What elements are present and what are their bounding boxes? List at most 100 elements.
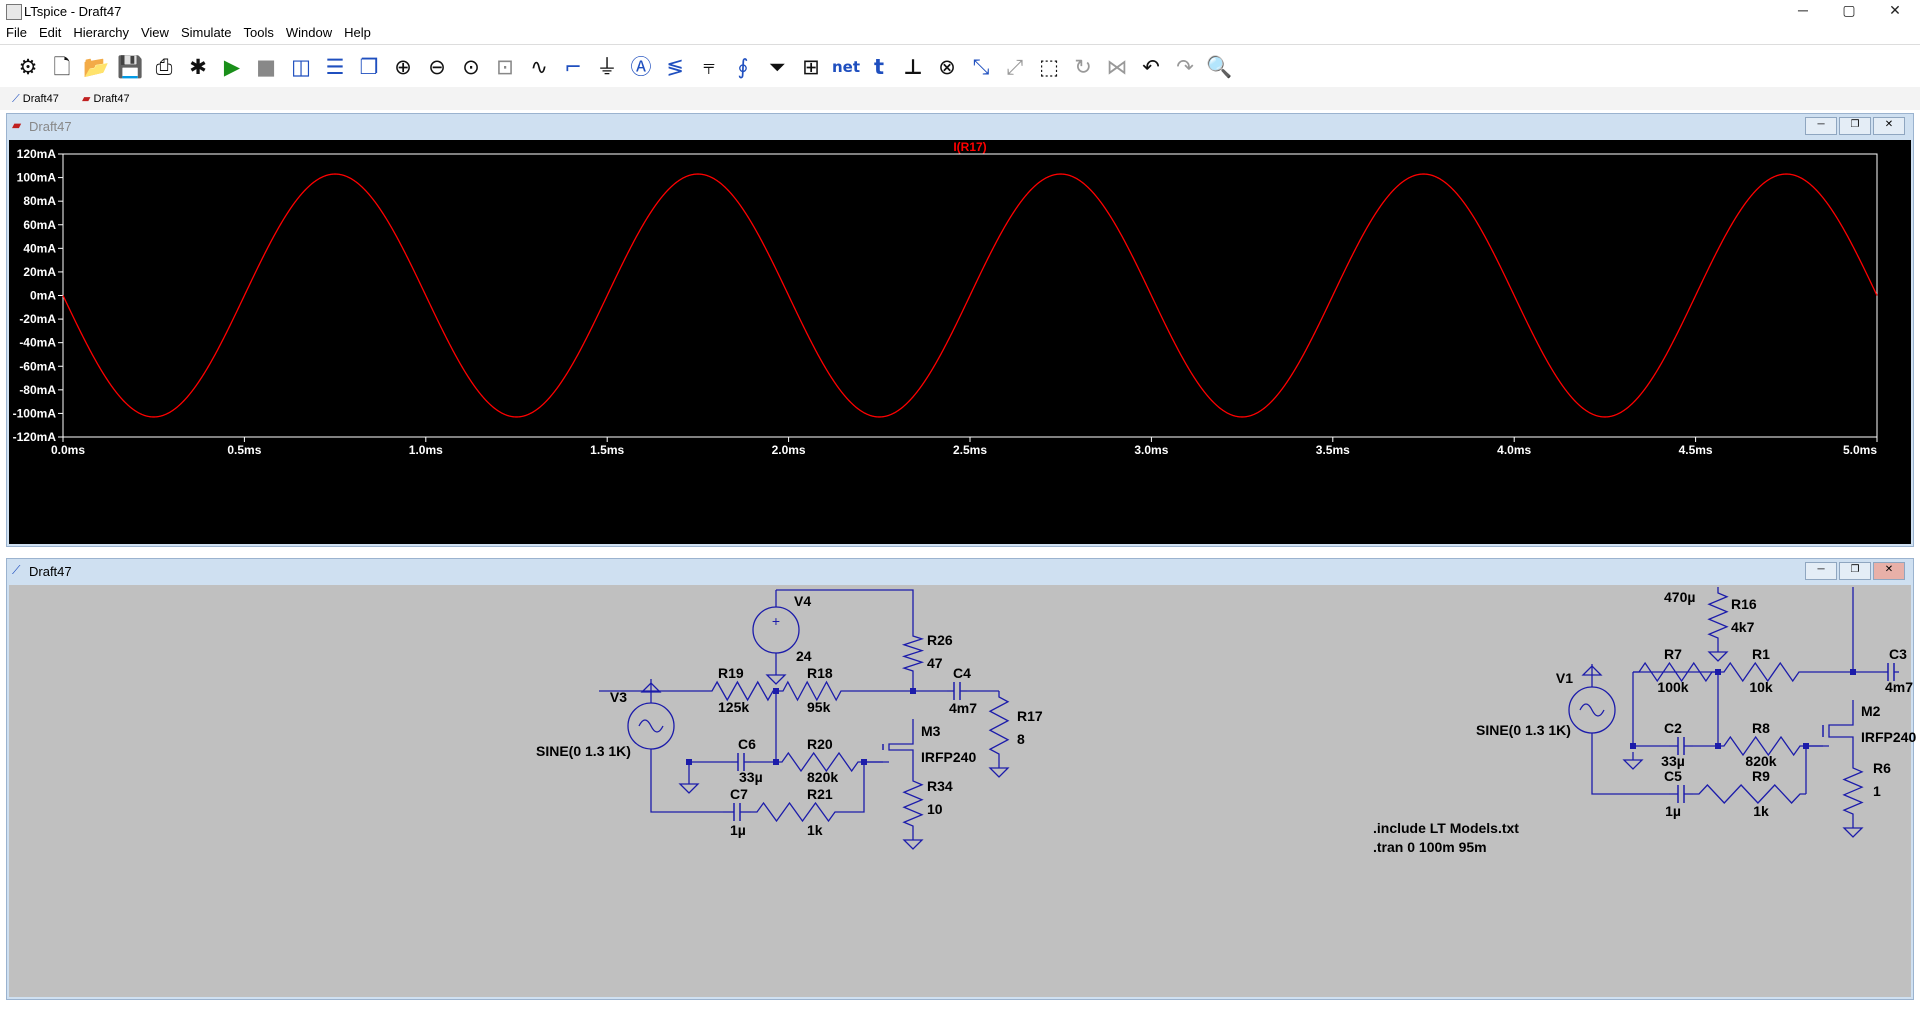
rotate-icon[interactable]: ↻ [1074,55,1092,79]
menu-file[interactable]: File [6,25,27,40]
r17-resistor [988,691,1010,760]
component-label: V1 [1556,670,1573,686]
run-icon[interactable]: ▶ [223,55,241,79]
add-trace-icon[interactable]: ∿ [530,55,548,79]
component-label: 95k [807,699,831,715]
component-label: R16 [1731,596,1757,612]
ground-icon [640,682,662,693]
resistor-icon[interactable]: ≶ [666,55,684,79]
component-label: 1 [1873,783,1881,799]
child-close-icon[interactable]: ✕ [1873,117,1905,135]
autorange-icon[interactable]: ⊡ [496,55,514,79]
component-label: R9 [1752,768,1770,784]
delete-icon[interactable]: ⊗ [938,55,956,79]
capacitor-icon[interactable]: ⫧ [703,55,715,79]
net-label-icon[interactable]: net [832,58,861,76]
menu-simulate[interactable]: Simulate [180,25,232,40]
child-close-icon[interactable]: ✕ [1873,562,1905,580]
diode-icon[interactable]: ⏷ [768,55,786,79]
child-restore-icon[interactable]: ❐ [1839,117,1871,135]
child-minimize-icon[interactable]: ─ [1805,117,1837,135]
redo-icon[interactable]: ↷ [1176,55,1194,79]
r19-resistor [706,680,779,702]
tile-horizontal-icon[interactable]: ☰ [325,55,345,79]
r7-resistor [1633,661,1718,683]
waveform-plot[interactable]: 120mA100mA80mA60mA40mA20mA0mA-20mA-40mA-… [9,140,1911,544]
settings-icon[interactable]: ⚙ [18,55,38,79]
component-label: R7 [1664,646,1682,662]
x-tick-label: 2.0ms [772,443,806,457]
cascade-icon[interactable]: ❐ [359,55,379,79]
y-tick-label: 60mA [23,218,56,232]
component-label: 33µ [1661,753,1685,769]
tab-schematic[interactable]: ⟋ Draft47 [8,90,63,108]
wire-icon[interactable]: ⌐ [564,55,582,79]
child-minimize-icon[interactable]: ─ [1805,562,1837,580]
close-icon[interactable]: ✕ [1889,2,1901,18]
find-icon[interactable]: 🔍 [1206,55,1233,79]
undo-icon[interactable]: ↶ [1142,55,1160,79]
child-restore-icon[interactable]: ❐ [1839,562,1871,580]
r20-resistor [776,751,864,773]
component-label: R18 [807,665,833,681]
menu-help[interactable]: Help [344,25,371,40]
duplicate-icon[interactable]: ⤡ [972,55,990,79]
schematic-icon: ⟋ [12,93,20,105]
r8-resistor [1718,735,1806,757]
component-label: 8 [1017,731,1025,747]
y-tick-label: -20mA [19,312,56,326]
component-icon[interactable]: ⊞ [802,55,820,79]
move-icon[interactable]: ⤢ [1006,55,1024,79]
label-icon[interactable]: Ⓐ [630,55,652,79]
component-label: SINE(0 1.3 1K) [1476,722,1571,738]
print-icon[interactable]: ⎙ [155,55,173,79]
ground-icon [902,839,924,850]
halt-icon[interactable]: ■ [256,55,276,79]
new-schematic-icon[interactable]: 🗋 [53,55,71,79]
spice-directive: .include LT Models.txt [1373,820,1519,836]
ground-icon[interactable]: ⏚ [596,55,618,79]
zoom-out-icon[interactable]: ⊖ [428,55,446,79]
wire [650,749,723,813]
menu-tools[interactable]: Tools [243,25,274,40]
component-label: 1µ [730,822,746,838]
component-label: 4m7 [949,700,977,716]
zoom-in-icon[interactable]: ⊕ [394,55,412,79]
y-tick-label: 80mA [23,194,56,208]
r6-resistor [1842,762,1864,820]
spice-directive-icon[interactable]: ⊥ [903,55,923,79]
text-icon[interactable]: t [873,55,885,79]
component-label: C7 [730,786,748,802]
control-panel-icon[interactable]: ✱ [189,55,207,79]
menu-edit[interactable]: Edit [38,25,62,40]
mirror-icon[interactable]: ⋈ [1106,55,1128,79]
maximize-icon[interactable]: ▢ [1842,2,1856,18]
menu-window[interactable]: Window [285,25,333,40]
y-tick-label: -120mA [13,430,57,444]
save-icon[interactable]: 💾 [117,55,144,79]
zoom-fit-icon[interactable]: ⊙ [462,55,480,79]
component-label: 470µ [1664,589,1695,605]
component-label: 24 [796,648,812,664]
tab-waveform[interactable]: ▰ Draft47 [78,90,134,108]
menu-view[interactable]: View [140,25,169,40]
tile-vertical-icon[interactable]: ◫ [291,55,311,79]
open-icon[interactable]: 📂 [83,55,110,79]
ground-icon [1842,827,1864,838]
drag-icon[interactable]: ⬚ [1039,55,1059,79]
component-label: 1k [1753,803,1769,819]
inductor-icon[interactable]: ∮ [737,55,749,79]
minimize-icon[interactable]: ─ [1798,2,1808,18]
component-label: 820k [1745,753,1776,769]
y-tick-label: -40mA [19,336,56,350]
component-label: R1 [1752,646,1770,662]
menu-hierarchy[interactable]: Hierarchy [73,25,129,40]
component-label: 820k [807,769,838,785]
